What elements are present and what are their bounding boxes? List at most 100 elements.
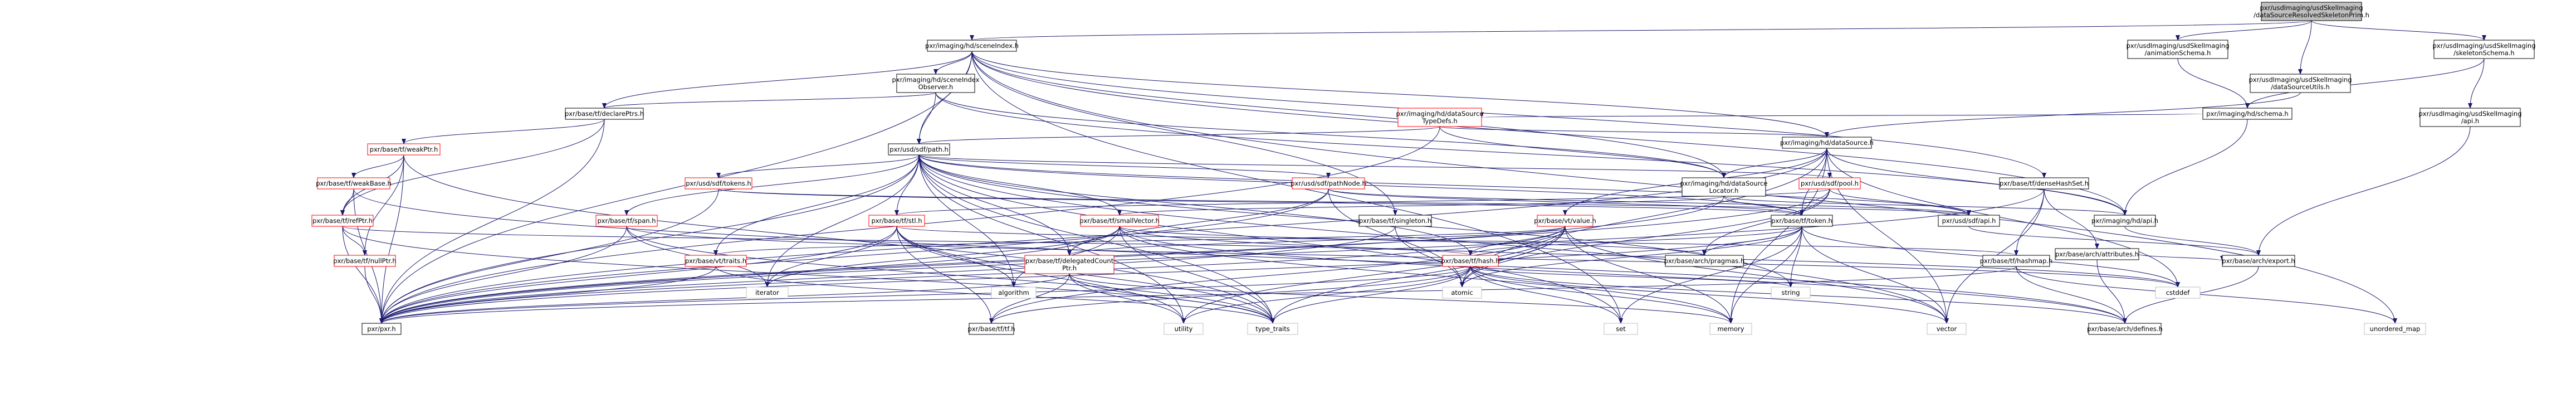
- node-sdfApi[interactable]: pxr/usd/sdf/api.h: [1938, 215, 2000, 227]
- edge-sceneIndex-to-declarePtrs: [602, 51, 972, 109]
- node-vector[interactable]: vector: [1927, 323, 1967, 335]
- node-archAttributes[interactable]: pxr/base/arch/attributes.h: [2055, 248, 2139, 260]
- node-archPragmas[interactable]: pxr/base/arch/pragmas.h: [1664, 255, 1745, 267]
- edge-dsLocator-to-hdApi: [1723, 196, 2127, 216]
- edge-tfHash-to-memory: [1470, 266, 1733, 324]
- node-typeTraits[interactable]: type_traits: [1247, 323, 1298, 335]
- node-tfTf[interactable]: pxr/base/tf/tf.h: [967, 323, 1015, 335]
- node-tfToken[interactable]: pxr/base/tf/token.h: [1771, 215, 1833, 227]
- node-sceneIndex-label-0: pxr/imaging/hd/sceneIndex.h: [925, 42, 1019, 50]
- node-archExport-box: [2222, 255, 2295, 267]
- node-skelSchema[interactable]: pxr/usdImaging/usdSkelImaging/skeletonSc…: [2432, 40, 2536, 59]
- node-dataSource[interactable]: pxr/imaging/hd/dataSource.h: [1780, 137, 1874, 149]
- node-tfHash-box: [1442, 255, 1499, 267]
- node-weakBase[interactable]: pxr/base/tf/weakBase.h: [316, 177, 392, 190]
- node-utility[interactable]: utility: [1164, 323, 1204, 335]
- node-algorithm[interactable]: algorithm: [991, 287, 1037, 299]
- edge-dsTypeDefs-to-dsLocator: [1439, 126, 1726, 178]
- node-iterator[interactable]: iterator: [746, 287, 789, 299]
- edge-tfToken-to-memory: [1728, 226, 1802, 324]
- node-atomic[interactable]: atomic: [1442, 287, 1482, 299]
- node-span[interactable]: pxr/base/tf/span.h: [595, 215, 658, 227]
- edge-tfHashMap-to-archDefines: [2016, 266, 2127, 324]
- node-delegatedCountPtr-label-0: pxr/base/tf/delegatedCount: [1025, 257, 1114, 265]
- edge-root-to-animSchema: [2176, 20, 2312, 41]
- node-tfStl[interactable]: pxr/base/tf/stl.h: [868, 215, 925, 227]
- node-animSchema[interactable]: pxr/usdImaging/usdSkelImaging/animationS…: [2126, 40, 2230, 59]
- edge-tfStl-to-iterator: [765, 226, 897, 288]
- node-algorithm-label-0: algorithm: [998, 289, 1029, 297]
- node-utility-label-0: utility: [1175, 325, 1193, 333]
- node-algorithm-box: [991, 287, 1037, 299]
- node-declarePtrs[interactable]: pxr/base/tf/declarePtrs.h: [565, 108, 644, 120]
- node-smallVector[interactable]: pxr/base/tf/smallVector.h: [1079, 215, 1160, 227]
- node-denseHashSet[interactable]: pxr/base/tf/denseHashSet.h: [1999, 177, 2089, 190]
- node-sdfTokens-box: [685, 177, 752, 190]
- edge-smallVector-to-memory: [1119, 226, 1733, 324]
- node-string[interactable]: string: [1771, 287, 1811, 299]
- node-sceneIndex-box: [927, 40, 1017, 52]
- node-vtTraits[interactable]: pxr/base/vt/traits.h: [685, 255, 747, 267]
- node-archExport[interactable]: pxr/base/arch/export.h: [2222, 255, 2295, 267]
- node-pxr[interactable]: pxr/pxr.h: [361, 323, 402, 335]
- node-tfHash[interactable]: pxr/base/tf/hash.h: [1441, 255, 1500, 267]
- node-tfHashMap[interactable]: pxr/base/tf/hashmap.h: [1980, 255, 2053, 267]
- node-cstddef-label-0: cstddef: [2166, 289, 2190, 297]
- node-set[interactable]: set: [1604, 323, 1638, 335]
- node-declarePtrs-label-0: pxr/base/tf/declarePtrs.h: [565, 110, 644, 118]
- edge-sdfPool-to-atomic: [1460, 188, 1830, 288]
- node-nullPtr[interactable]: pxr/base/tf/nullPtr.h: [333, 255, 397, 267]
- node-singleton[interactable]: pxr/base/tf/singleton.h: [1358, 215, 1432, 227]
- node-unorderedMap[interactable]: unordered_map: [2364, 323, 2426, 335]
- node-dsLocator-box: [1682, 177, 1766, 197]
- node-weakPtr[interactable]: pxr/base/tf/weakPtr.h: [367, 143, 441, 156]
- node-pathNode[interactable]: pxr/usd/sdf/pathNode.h: [1291, 177, 1366, 190]
- node-vtValue[interactable]: pxr/base/vt/value.h: [1534, 215, 1596, 227]
- edge-sdfPath-to-span: [624, 154, 920, 216]
- node-sceneIndex[interactable]: pxr/imaging/hd/sceneIndex.h: [925, 40, 1019, 52]
- edge-sdfTokens-to-tfToken: [718, 188, 1804, 216]
- node-archDefines[interactable]: pxr/base/arch/defines.h: [2087, 323, 2163, 335]
- edge-delegatedCountPtr-to-memory: [1069, 273, 1733, 324]
- node-skelApi[interactable]: pxr/usdImaging/usdSkelImaging/api.h: [2418, 108, 2522, 127]
- node-sdfPool[interactable]: pxr/usd/sdf/pool.h: [1798, 177, 1861, 190]
- node-schema[interactable]: pxr/imaging/hd/schema.h: [2202, 108, 2293, 120]
- edge-tfStl-to-pxr: [379, 226, 897, 324]
- node-dsUtils[interactable]: pxr/usdImaging/usdSkelImaging/dataSource…: [2248, 74, 2352, 93]
- node-sdfPath[interactable]: pxr/usd/sdf/path.h: [888, 143, 950, 156]
- edge-sdfPath-to-iterator: [765, 154, 920, 288]
- node-root: pxr/usdImaging/usdSkelImaging/dataSource…: [2254, 2, 2369, 21]
- edge-sceneIndex-to-hdApi: [971, 51, 2127, 216]
- node-memory[interactable]: memory: [1709, 323, 1752, 335]
- node-pathNode-box: [1292, 177, 1365, 190]
- edge-animSchema-to-schema: [2177, 58, 2250, 109]
- node-dataSource-box: [1782, 137, 1872, 149]
- node-hdApi[interactable]: pxr/imaging/hd/api.h: [2091, 215, 2158, 227]
- node-tfStl-box: [868, 215, 925, 227]
- edge-span-to-cstddef: [626, 226, 2180, 288]
- edge-sdfPath-to-tfHash: [918, 154, 1473, 256]
- edge-declarePtrs-to-refPtr: [340, 119, 605, 216]
- edge-span-to-pxr: [379, 226, 627, 324]
- node-nullPtr-label-0: pxr/base/tf/nullPtr.h: [333, 257, 396, 265]
- edge-weakPtr-to-pxr: [379, 154, 404, 324]
- node-cstddef[interactable]: cstddef: [2155, 287, 2201, 299]
- node-sdfPath-label-0: pxr/usd/sdf/path.h: [889, 145, 948, 153]
- node-weakPtr-label-0: pxr/base/tf/weakPtr.h: [370, 145, 438, 153]
- node-root-label-0: pxr/usdImaging/usdSkelImaging: [2260, 4, 2363, 12]
- node-declarePtrs-box: [565, 108, 644, 120]
- node-denseHashSet-box: [1999, 177, 2089, 190]
- node-refPtr[interactable]: pxr/base/tf/refPtr.h: [311, 215, 374, 227]
- node-dataSource-label-0: pxr/imaging/hd/dataSource.h: [1780, 139, 1874, 147]
- node-utility-box: [1164, 323, 1204, 335]
- edge-root-to-dsUtils: [2298, 20, 2312, 75]
- node-sdfTokens[interactable]: pxr/usd/sdf/tokens.h: [685, 177, 752, 190]
- edge-denseHashSet-to-archAttributes: [2044, 188, 2099, 249]
- edge-declarePtrs-to-weakPtr: [402, 119, 605, 144]
- edge-sdfPool-to-archPragmas: [1702, 188, 1830, 256]
- node-sdfTokens-label-0: pxr/usd/sdf/tokens.h: [686, 179, 751, 187]
